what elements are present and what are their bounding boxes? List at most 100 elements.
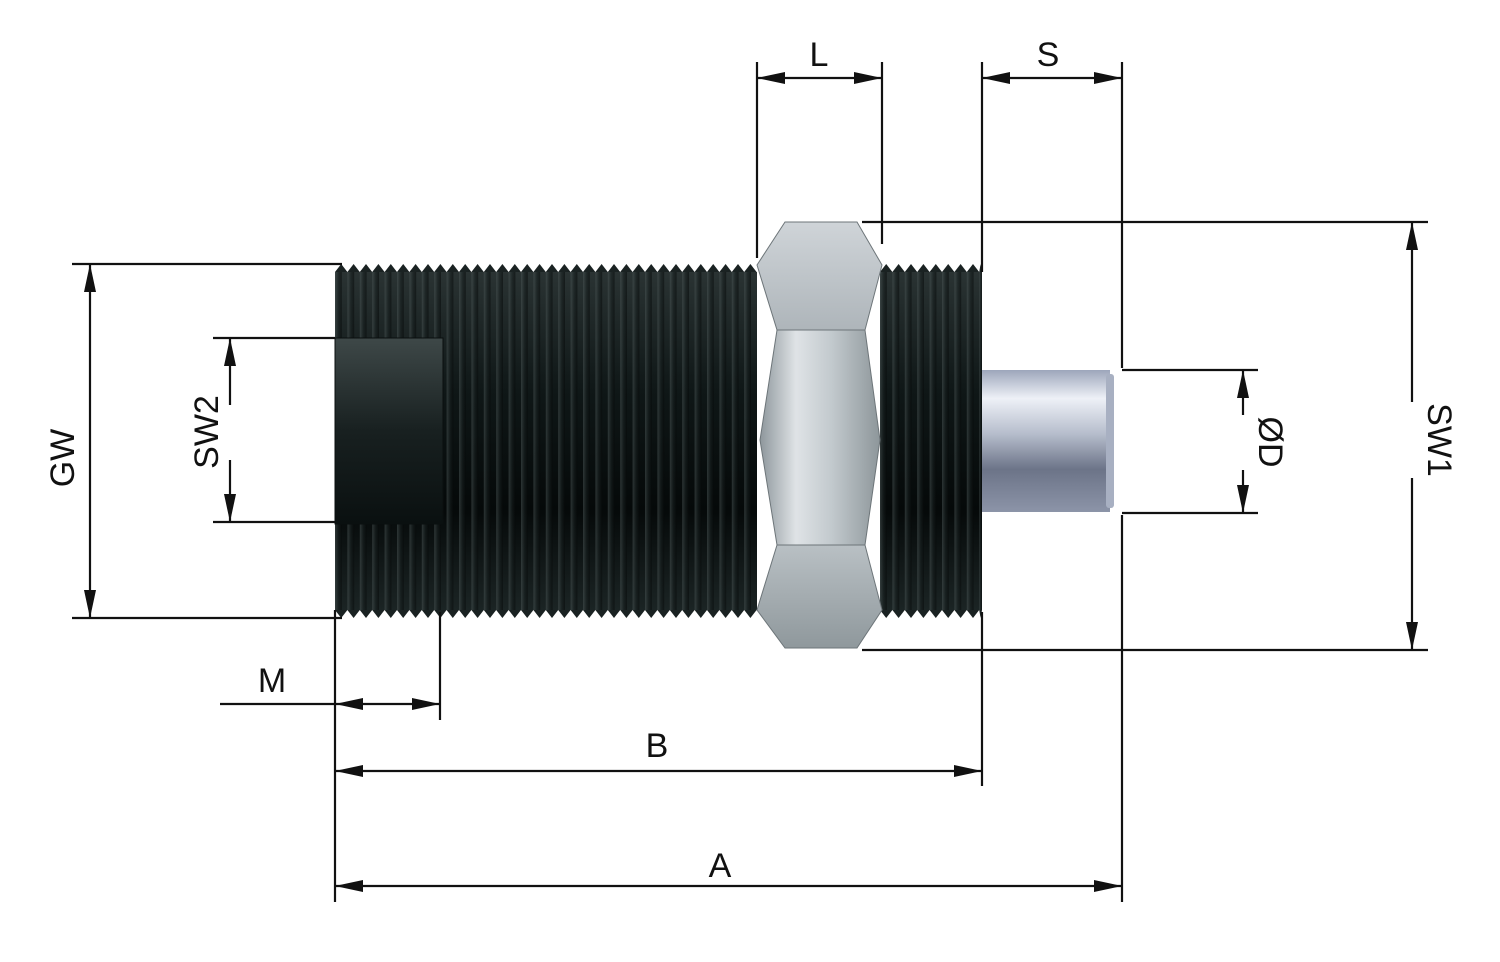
thread-tooth-top bbox=[372, 264, 385, 272]
thread-tooth-top bbox=[595, 264, 608, 272]
thread-tooth-top bbox=[570, 264, 583, 272]
label-GW: GW bbox=[44, 429, 82, 488]
thread-tooth-top bbox=[954, 264, 967, 272]
thread-ridge bbox=[595, 272, 603, 610]
thread-ridge bbox=[508, 272, 516, 610]
thread-tooth-bottom bbox=[359, 610, 373, 618]
thread-ridge bbox=[892, 272, 900, 610]
thread-ridge bbox=[929, 272, 937, 610]
thread-teeth bbox=[335, 264, 982, 618]
thread-tooth-top bbox=[446, 264, 459, 272]
thread-tooth-bottom bbox=[583, 610, 596, 618]
hex-nut bbox=[756, 221, 883, 649]
thread-tooth-bottom bbox=[942, 610, 955, 618]
thread-ridge bbox=[694, 272, 702, 610]
thread-tooth-bottom bbox=[347, 610, 360, 618]
thread-tooth-top bbox=[917, 264, 930, 272]
thread-ridge bbox=[496, 272, 503, 610]
thread-ridge bbox=[954, 272, 962, 610]
label-B: B bbox=[646, 727, 669, 765]
thread-ridges bbox=[335, 272, 982, 610]
thread-tooth-top bbox=[496, 264, 509, 272]
thread-tooth-top bbox=[929, 264, 942, 272]
thread-tooth-top bbox=[669, 264, 683, 272]
hex-nut-top-face bbox=[756, 221, 883, 331]
thread-tooth-bottom bbox=[459, 610, 472, 618]
thread-ridge bbox=[682, 272, 689, 610]
thread-tooth-bottom bbox=[669, 610, 683, 618]
thread-tooth-bottom bbox=[483, 610, 497, 618]
thread-tooth-top bbox=[904, 264, 918, 272]
thread-tooth-top bbox=[397, 264, 410, 272]
thread-ridge bbox=[744, 272, 751, 610]
thread-tooth-bottom bbox=[744, 610, 757, 618]
thread-ridge bbox=[979, 272, 982, 610]
thread-ridge bbox=[471, 272, 479, 610]
thread-ridge bbox=[942, 272, 949, 610]
thread-tooth-bottom bbox=[384, 610, 397, 618]
thread-tooth-bottom bbox=[632, 610, 645, 618]
thread-tooth-top bbox=[942, 264, 955, 272]
thread-ridge bbox=[966, 272, 974, 610]
thread-tooth-top bbox=[645, 264, 658, 272]
thread-tooth-bottom bbox=[397, 610, 410, 618]
thread-tooth-bottom bbox=[508, 610, 521, 618]
dimension-arrowheads bbox=[84, 72, 1418, 892]
thread-ridge bbox=[446, 272, 454, 610]
thread-tooth-top bbox=[533, 264, 546, 272]
thread-tooth-bottom bbox=[558, 610, 571, 618]
thread-ridge bbox=[607, 272, 615, 610]
plunger-rod bbox=[982, 370, 1114, 512]
thread-ridge bbox=[570, 272, 578, 610]
thread-ridge bbox=[632, 272, 640, 610]
thread-tooth-top bbox=[731, 264, 745, 272]
thread-tooth-top bbox=[471, 264, 484, 272]
thread-tooth-bottom bbox=[719, 610, 732, 618]
thread-tooth-bottom bbox=[707, 610, 720, 618]
thread-tooth-top bbox=[347, 264, 360, 272]
thread-ridge bbox=[645, 272, 652, 610]
thread-tooth-top bbox=[744, 264, 757, 272]
thread-ridge bbox=[483, 272, 491, 610]
label-A: A bbox=[709, 847, 732, 885]
thread-tooth-bottom bbox=[917, 610, 930, 618]
label-S: S bbox=[1037, 36, 1060, 74]
thread-ridge bbox=[459, 272, 466, 610]
thread-tooth-bottom bbox=[409, 610, 422, 618]
thread-tooth-top bbox=[719, 264, 732, 272]
hex-nut-bottom-face bbox=[756, 544, 883, 649]
thread-ridge bbox=[583, 272, 590, 610]
thread-ridge bbox=[533, 272, 541, 610]
thread-ridge bbox=[904, 272, 912, 610]
thread-tooth-top bbox=[558, 264, 571, 272]
thread-tooth-top bbox=[966, 264, 980, 272]
threaded-body bbox=[335, 264, 982, 618]
thread-tooth-bottom bbox=[694, 610, 707, 618]
thread-tooth-top bbox=[620, 264, 633, 272]
thread-ridge bbox=[521, 272, 528, 610]
thread-tooth-bottom bbox=[570, 610, 583, 618]
thread-ridge bbox=[707, 272, 714, 610]
thread-tooth-bottom bbox=[880, 610, 893, 618]
thread-tooth-bottom bbox=[471, 610, 484, 618]
thread-tooth-top bbox=[682, 264, 695, 272]
thread-tooth-bottom bbox=[521, 610, 534, 618]
thread-tooth-bottom bbox=[545, 610, 559, 618]
thread-ridge bbox=[558, 272, 565, 610]
thread-tooth-top bbox=[359, 264, 373, 272]
thread-tooth-bottom bbox=[533, 610, 546, 618]
label-L: L bbox=[810, 36, 829, 74]
thread-tooth-top bbox=[409, 264, 422, 272]
thread-tooth-bottom bbox=[372, 610, 385, 618]
thread-tooth-top bbox=[632, 264, 645, 272]
thread-tooth-bottom bbox=[929, 610, 942, 618]
thread-tooth-top bbox=[583, 264, 596, 272]
thread-tooth-top bbox=[521, 264, 534, 272]
thread-tooth-top bbox=[459, 264, 472, 272]
thread-tooth-bottom bbox=[446, 610, 459, 618]
label-OD: ØD bbox=[1251, 417, 1289, 468]
thread-ridge bbox=[917, 272, 924, 610]
thread-tooth-top bbox=[335, 264, 348, 272]
label-SW2: SW2 bbox=[188, 395, 226, 469]
